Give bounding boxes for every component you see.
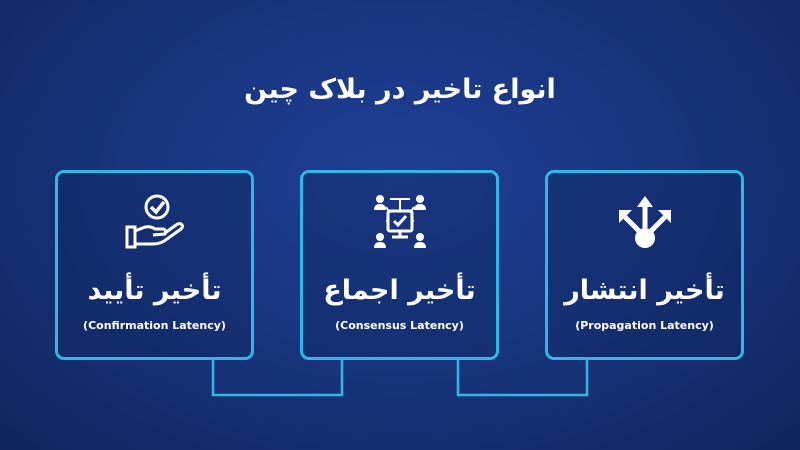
connector-line-left (211, 360, 344, 397)
diagram-title: انواع تاخیر در بلاک چین (244, 74, 556, 105)
consensus-network-icon (373, 195, 426, 248)
card-consensus-latency: تأخیر اجماع (Consensus Latency) (300, 170, 499, 360)
card-propagation-latency: تأخیر انتشار (Propagation Latency) (545, 170, 744, 360)
arrows-spreading-icon (618, 196, 671, 248)
card-title: تأخیر اجماع (323, 275, 476, 306)
card-title: تأخیر تأیید (87, 275, 222, 306)
card-subtitle: (Confirmation Latency) (83, 319, 226, 332)
card-subtitle: (Propagation Latency) (575, 319, 714, 332)
hand-checkmark-icon (125, 194, 184, 249)
connector-line-right (456, 360, 589, 397)
card-subtitle: (Consensus Latency) (335, 319, 464, 332)
card-confirmation-latency: تأخیر تأیید (Confirmation Latency) (55, 170, 254, 360)
card-title: تأخیر انتشار (564, 275, 725, 306)
